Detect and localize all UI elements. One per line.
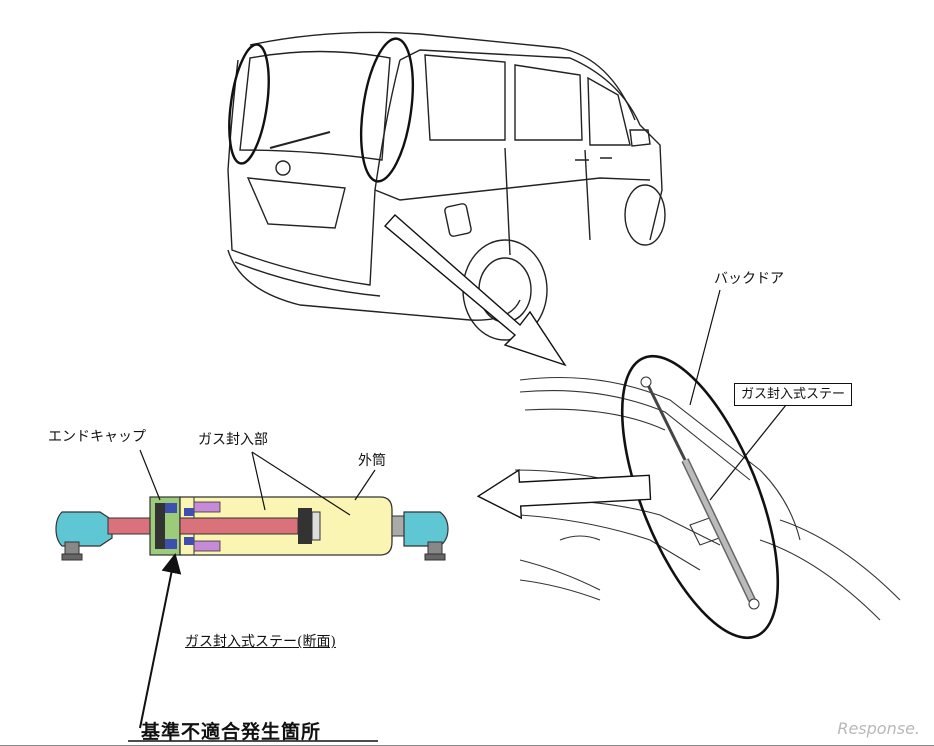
zoom-arrow [383, 214, 567, 367]
detail-gas-stay [640, 376, 760, 610]
defect-arrow [139, 553, 182, 729]
gas-stay-cross-section [55, 496, 449, 561]
defect-location-label: 基準不適合発生箇所 [141, 721, 322, 743]
minivan-illustration [227, 31, 666, 341]
right-stay-highlight [360, 37, 414, 183]
cross-section-leaders [139, 449, 376, 516]
left-stay-highlight [228, 43, 270, 165]
gas-section-label: ガス封入部 [198, 432, 268, 448]
back-door-detail [514, 376, 901, 621]
end-cap-label: エンドキャップ [48, 429, 146, 445]
outer-tube-label: 外筒 [358, 453, 386, 469]
left-arrow [476, 468, 652, 520]
response-watermark: Response. [837, 719, 920, 738]
back-door-label: バックドア [714, 271, 784, 287]
detail-highlight-ellipse [620, 354, 780, 640]
gas-stay-label: ガス封入式ステー [734, 383, 853, 406]
cross-section-caption: ガス封入式ステー(断面) [185, 634, 336, 650]
